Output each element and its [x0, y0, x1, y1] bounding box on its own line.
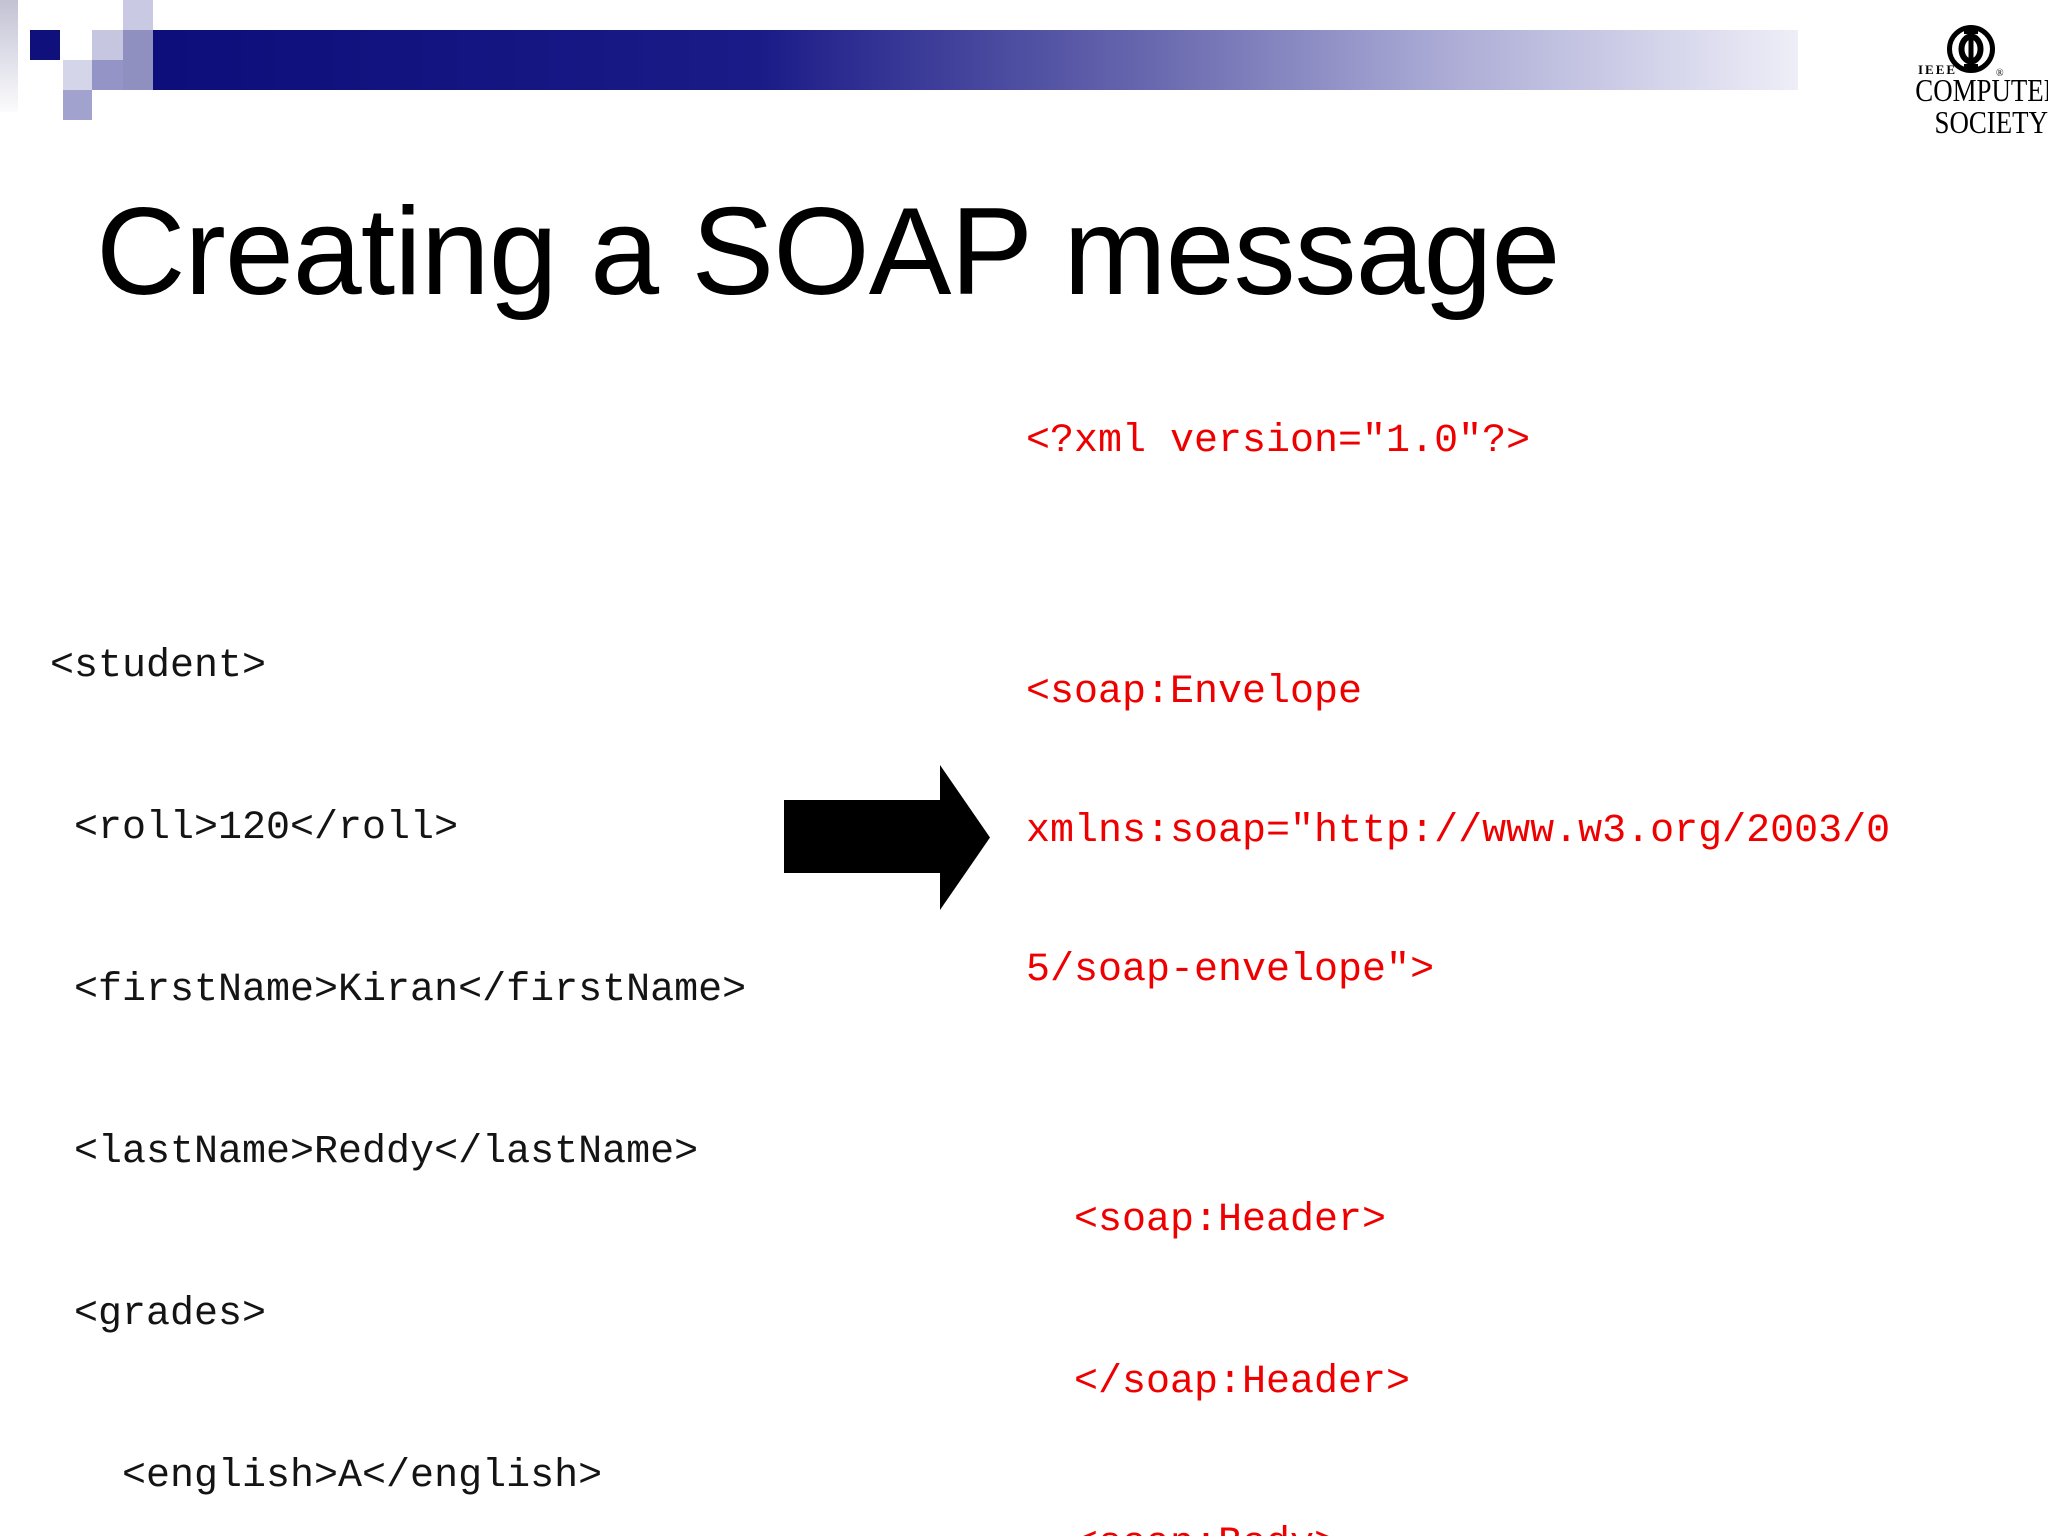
code-line: <?xml version="1.0"?> [1026, 419, 1531, 464]
deco-square-lavender [63, 60, 92, 90]
deco-square-lavender [123, 0, 153, 30]
code-line: xmlns:soap="http://www.w3.org/2003/0 [1026, 809, 1891, 854]
code-line: 5/soap-envelope"> [1026, 948, 1435, 993]
ieee-cs-phi-icon [1946, 24, 1996, 79]
ieee-computer-society-logo: IEEE ® COMPUTER SOCIETY [1890, 16, 2048, 138]
right-block-arrow-icon [784, 765, 990, 916]
code-line: <english>A</english> [50, 1454, 603, 1499]
code-line: <soap:Envelope [1026, 670, 1363, 715]
slide-title: Creating a SOAP message [96, 183, 1560, 321]
logo-society-text: SOCIETY [1934, 104, 2048, 140]
code-line: <student> [50, 644, 267, 689]
deco-square-navy [30, 30, 60, 60]
code-line: <lastName>Reddy</lastName> [50, 1130, 699, 1175]
plain-xml-code-block: <student> <roll>120</roll> <firstName>Ki… [50, 541, 746, 1536]
deco-square-medium [63, 90, 92, 120]
deco-square-medium [123, 30, 153, 90]
left-edge-gradient-strip [0, 0, 18, 112]
code-line: </soap:Header> [1026, 1360, 1411, 1405]
deco-square-medium [92, 60, 123, 90]
ieee-label: IEEE [1918, 62, 1958, 77]
code-line: <grades> [50, 1292, 267, 1337]
registered-mark: ® [1996, 68, 2004, 79]
code-line: <soap:Body> [1026, 1509, 1890, 1536]
soap-envelope-open-tag: <soap:Envelope xmlns:soap="http://www.w3… [1026, 578, 1890, 1085]
header-gradient-bar [122, 30, 1798, 90]
code-line: <roll>120</roll> [50, 806, 459, 851]
code-line: <soap:Header> [1026, 1198, 1387, 1243]
deco-square-lavender [92, 30, 123, 60]
logo-computer-text: COMPUTER [1915, 72, 2048, 108]
code-line: <firstName>Kiran</firstName> [50, 968, 747, 1013]
soap-message-code-block: <?xml version="1.0"?> <soap:Envelope xml… [1026, 316, 1890, 1536]
